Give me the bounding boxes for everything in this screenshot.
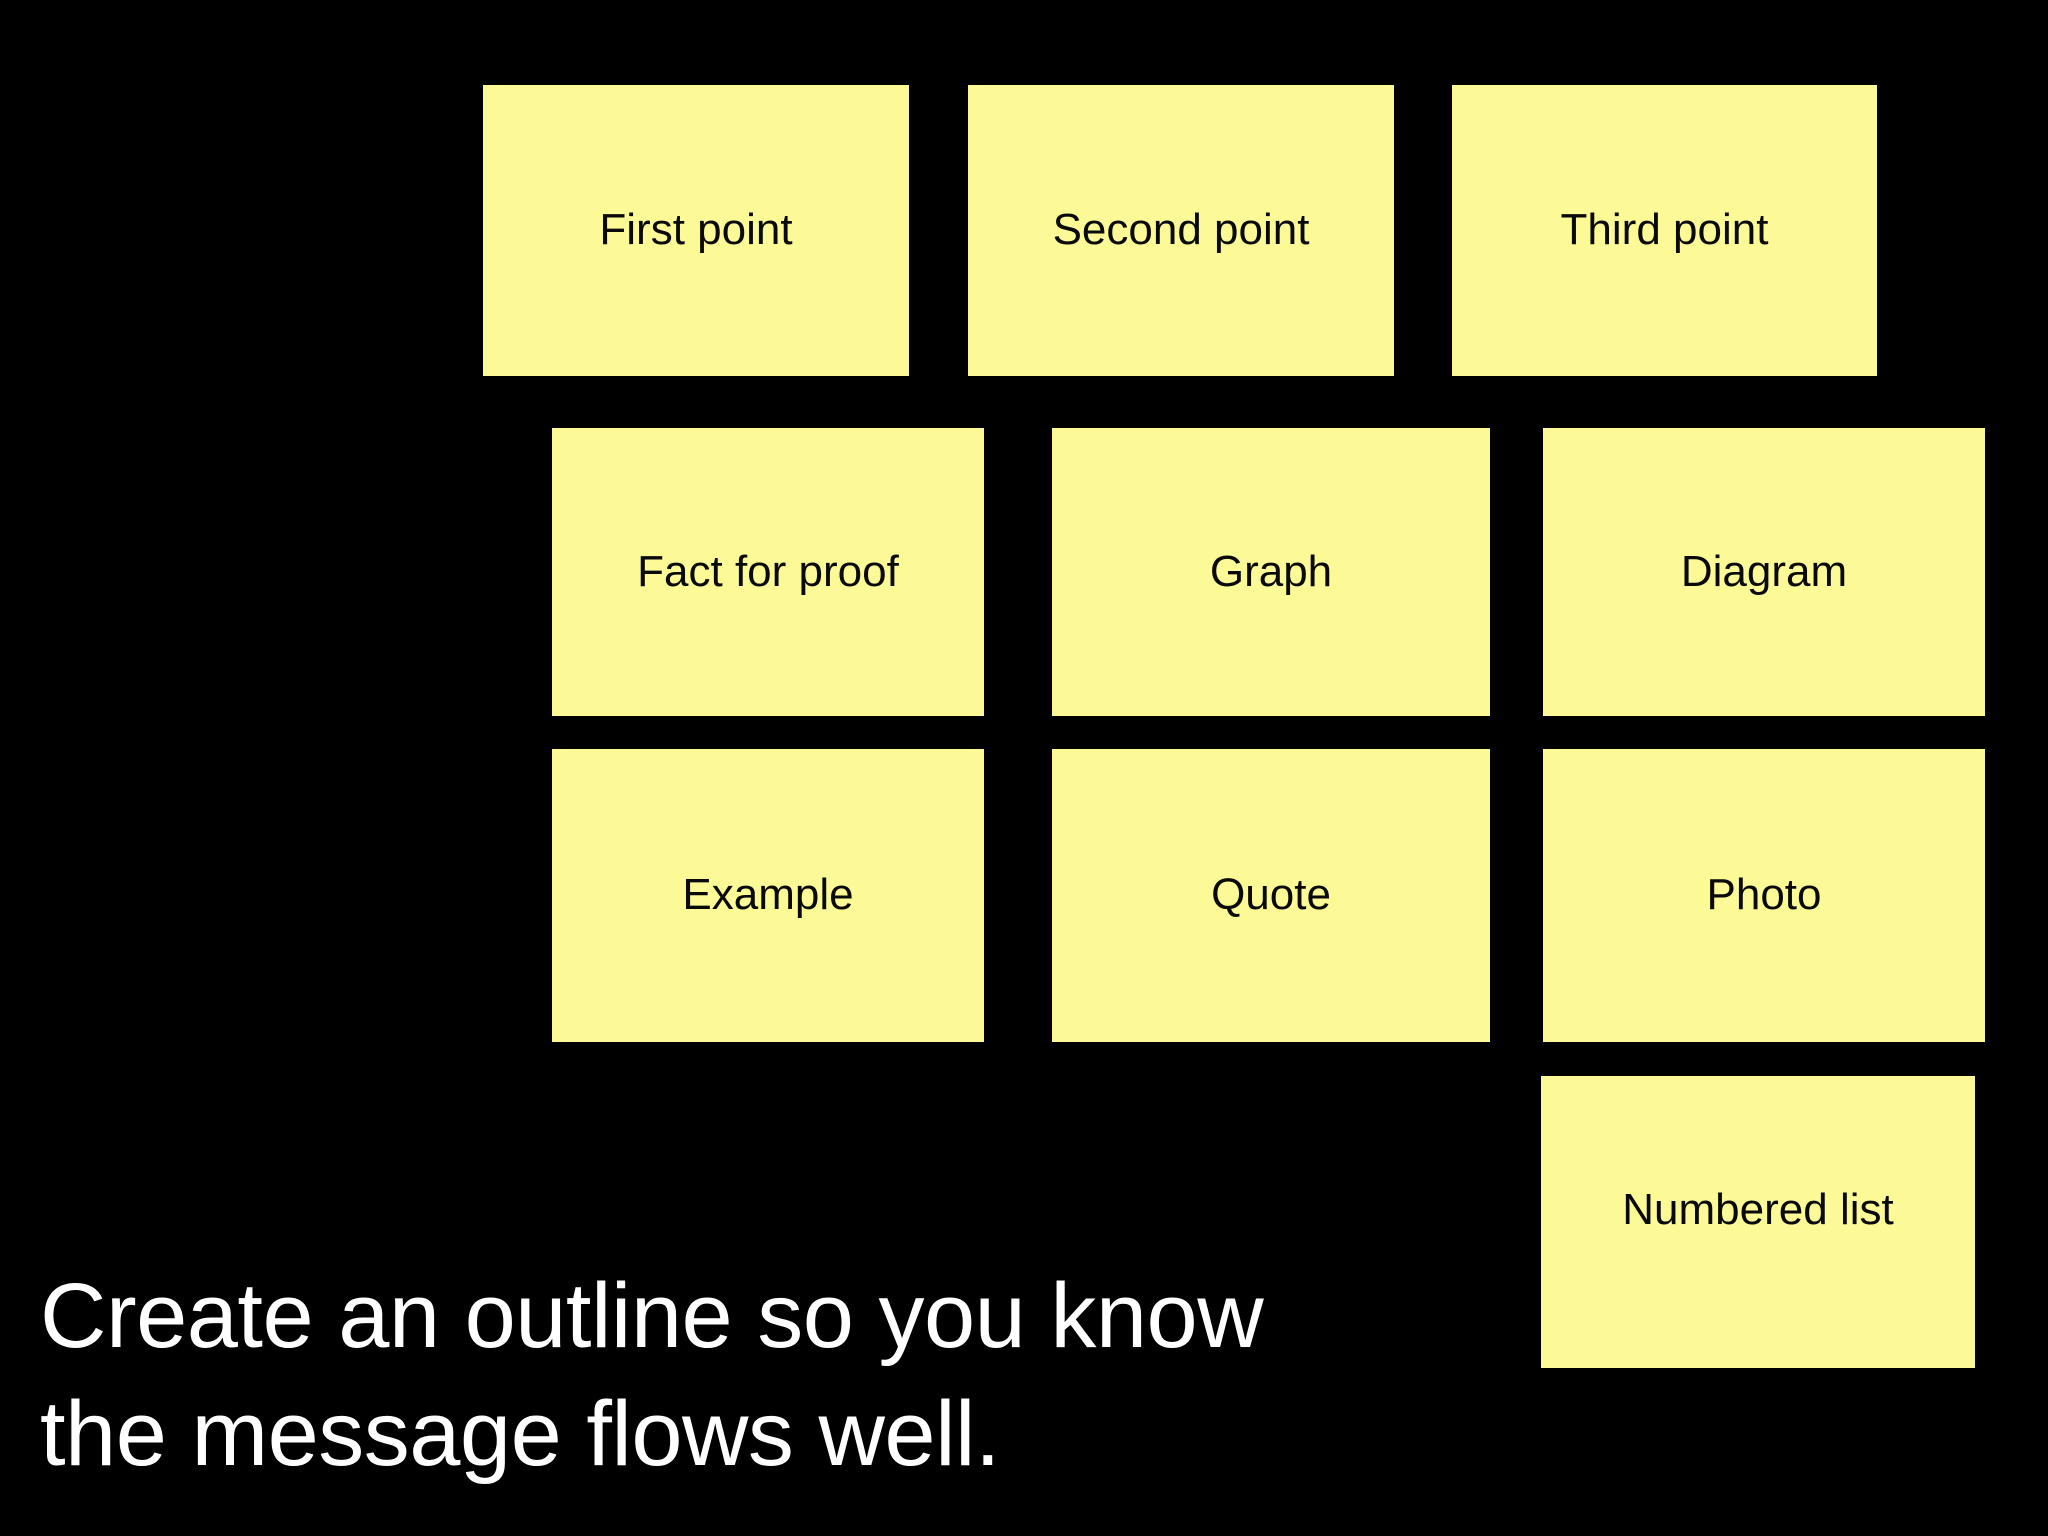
sticky-note-label: First point	[599, 205, 793, 255]
sticky-note-third-point[interactable]: Third point	[1452, 85, 1877, 376]
caption-line-1: Create an outline so you know	[40, 1265, 1264, 1367]
sticky-note-graph[interactable]: Graph	[1052, 428, 1490, 716]
caption-line-2: the message flows well.	[40, 1382, 1001, 1485]
sticky-note-first-point[interactable]: First point	[483, 85, 909, 376]
slide-caption: Create an outline so you know the messag…	[40, 1258, 1460, 1494]
sticky-note-label: Graph	[1209, 546, 1333, 596]
sticky-note-photo[interactable]: Photo	[1543, 749, 1985, 1042]
sticky-note-diagram[interactable]: Diagram	[1543, 428, 1985, 716]
sticky-note-numbered-list[interactable]: Numbered list	[1541, 1076, 1975, 1368]
sticky-note-label: Third point	[1560, 205, 1769, 255]
sticky-note-label: Second point	[1052, 205, 1310, 255]
sticky-note-example[interactable]: Example	[552, 749, 984, 1042]
sticky-note-label: Numbered list	[1622, 1185, 1894, 1234]
sticky-note-second-point[interactable]: Second point	[968, 85, 1394, 376]
sticky-note-label: Photo	[1706, 870, 1822, 920]
sticky-note-label: Quote	[1211, 870, 1331, 920]
sticky-note-quote[interactable]: Quote	[1052, 749, 1490, 1042]
sticky-note-label: Example	[682, 870, 854, 920]
sticky-note-label: Diagram	[1680, 546, 1848, 596]
sticky-note-label: Fact for proof	[637, 546, 899, 596]
sticky-note-fact-for-proof[interactable]: Fact for proof	[552, 428, 984, 716]
